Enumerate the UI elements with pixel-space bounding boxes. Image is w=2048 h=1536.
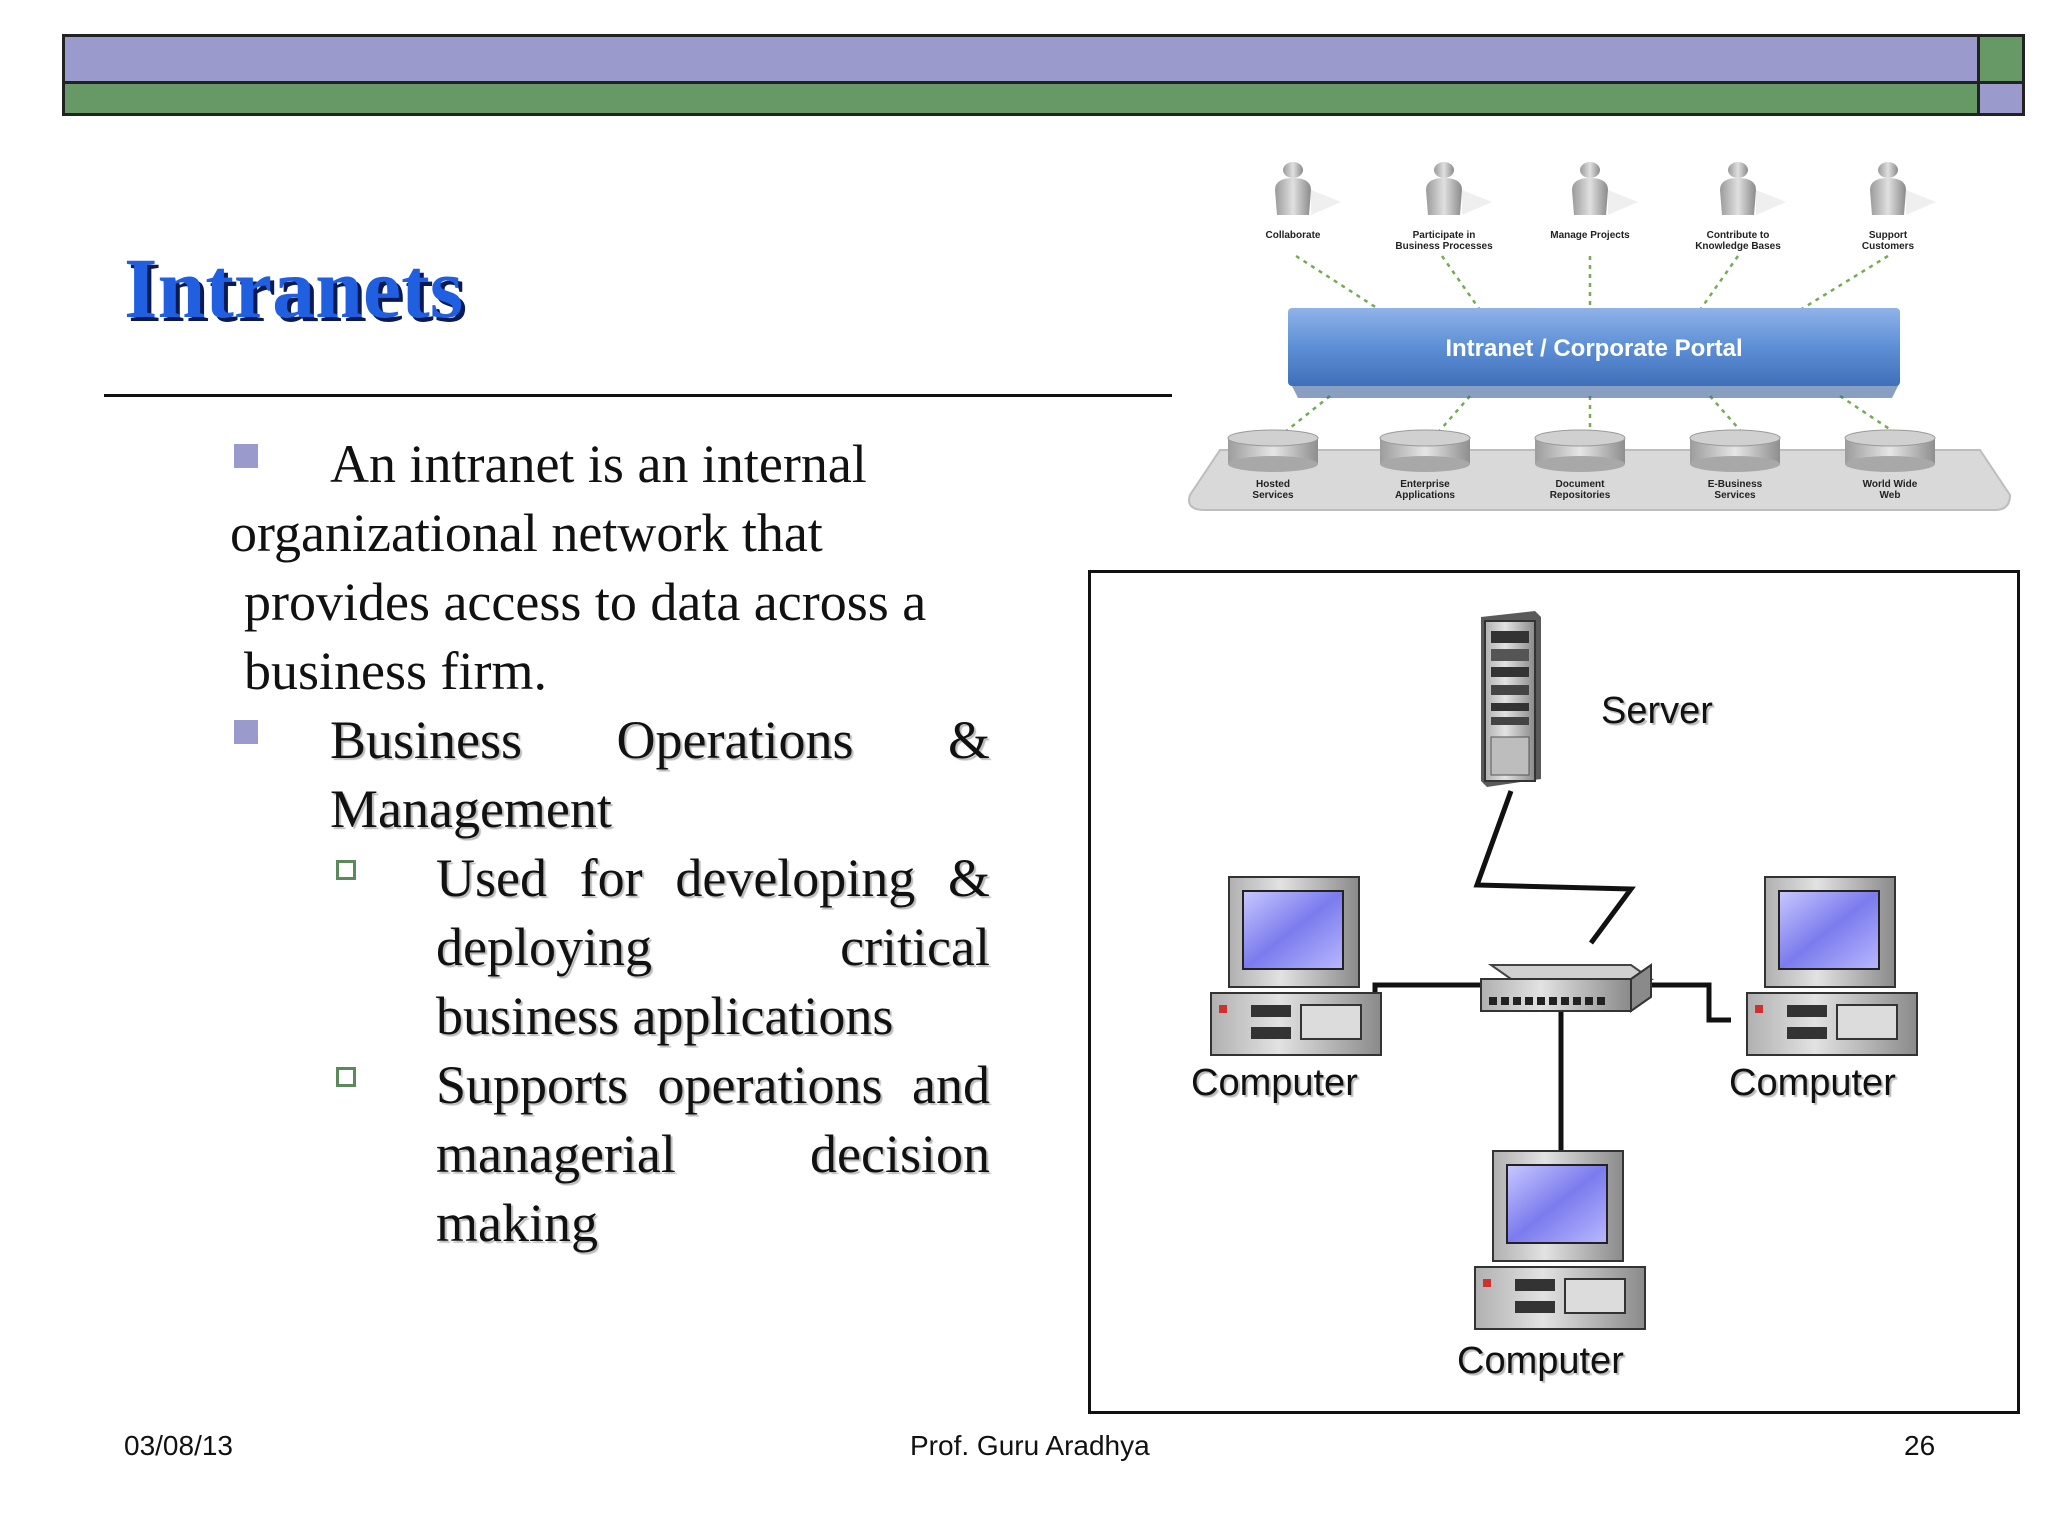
bullet-square xyxy=(234,444,258,468)
source-label: Hosted xyxy=(1256,479,1290,490)
database-icon xyxy=(1379,429,1471,472)
computer-icon xyxy=(1210,876,1382,1056)
user-icon xyxy=(1275,162,1341,215)
user-icon xyxy=(1870,162,1936,215)
source-label: Repositories xyxy=(1550,490,1611,501)
title-underline xyxy=(104,394,1172,397)
portal-bar: Intranet / Corporate Portal xyxy=(1288,308,1900,398)
user-icon xyxy=(1572,162,1638,215)
network-diagram-frame: Server Computer xyxy=(1088,570,2020,1414)
user-label: Customers xyxy=(1862,241,1915,252)
header-corner-purple xyxy=(1977,84,2025,116)
slide-title: Intranets xyxy=(124,240,464,336)
source-label: E-Business xyxy=(1708,479,1763,490)
sub-bullet-text: making xyxy=(436,1193,598,1253)
header-band-purple xyxy=(62,34,1980,84)
sub-bullet-square xyxy=(336,860,356,880)
user-label: Manage Projects xyxy=(1550,230,1630,241)
bullet-square xyxy=(234,720,258,744)
database-icon xyxy=(1227,429,1319,472)
sub-bullet-text: Supports operations and xyxy=(436,1055,990,1115)
user-label: Support xyxy=(1869,230,1908,241)
bullet-text: Business Operations & xyxy=(330,710,990,770)
sub-bullet-square xyxy=(336,1067,356,1087)
portal-bar-label: Intranet / Corporate Portal xyxy=(1445,335,1742,362)
source-label: Services xyxy=(1714,490,1756,501)
source-label: World Wide xyxy=(1863,479,1918,490)
source-label: Enterprise xyxy=(1400,479,1450,490)
source-label: Web xyxy=(1880,490,1901,501)
server-icon xyxy=(1481,611,1541,787)
footer-page-number: 26 xyxy=(1904,1430,1936,1461)
user-label: Participate in xyxy=(1413,230,1476,241)
source-label: Applications xyxy=(1395,490,1455,501)
user-label: Business Processes xyxy=(1395,241,1493,252)
header-band-green xyxy=(62,84,1980,116)
sub-bullet-text: managerial decision xyxy=(436,1124,990,1184)
user-icon xyxy=(1426,162,1492,215)
user-label: Contribute to xyxy=(1707,230,1770,241)
sub-bullet-text: business applications xyxy=(436,986,894,1046)
user-icon xyxy=(1720,162,1786,215)
database-icon xyxy=(1689,429,1781,472)
computer-label: Computer xyxy=(1191,1062,1358,1104)
bullet-text: Management xyxy=(330,779,612,839)
server-label: Server xyxy=(1601,690,1713,732)
bullet-text: provides access to data across a xyxy=(244,572,927,632)
database-icon xyxy=(1534,429,1626,472)
computer-icon xyxy=(1746,876,1918,1056)
computer-label: Computer xyxy=(1457,1340,1624,1382)
portal-diagram: Collaborate Participate in Business Proc… xyxy=(1188,162,2012,511)
network-diagram: Server Computer xyxy=(1191,611,1918,1382)
sub-bullet-text: Used for developing & xyxy=(436,848,990,908)
switch-icon xyxy=(1480,963,1655,1013)
user-label: Collaborate xyxy=(1265,230,1320,241)
computer-icon xyxy=(1474,1150,1646,1330)
bullet-text: organizational network that xyxy=(230,503,823,563)
computer-label: Computer xyxy=(1729,1062,1896,1104)
footer-author: Prof. Guru Aradhya xyxy=(910,1430,1150,1461)
source-label: Services xyxy=(1252,490,1294,501)
source-label: Document xyxy=(1556,479,1606,490)
bullet-text: business firm. xyxy=(244,641,547,701)
user-label: Knowledge Bases xyxy=(1695,241,1781,252)
sub-bullet-text: deploying critical xyxy=(436,917,990,977)
header-corner-green xyxy=(1977,34,2025,84)
database-icon xyxy=(1844,429,1936,472)
bullet-text: An intranet is an internal xyxy=(330,434,867,494)
footer-date: 03/08/13 xyxy=(124,1430,233,1461)
